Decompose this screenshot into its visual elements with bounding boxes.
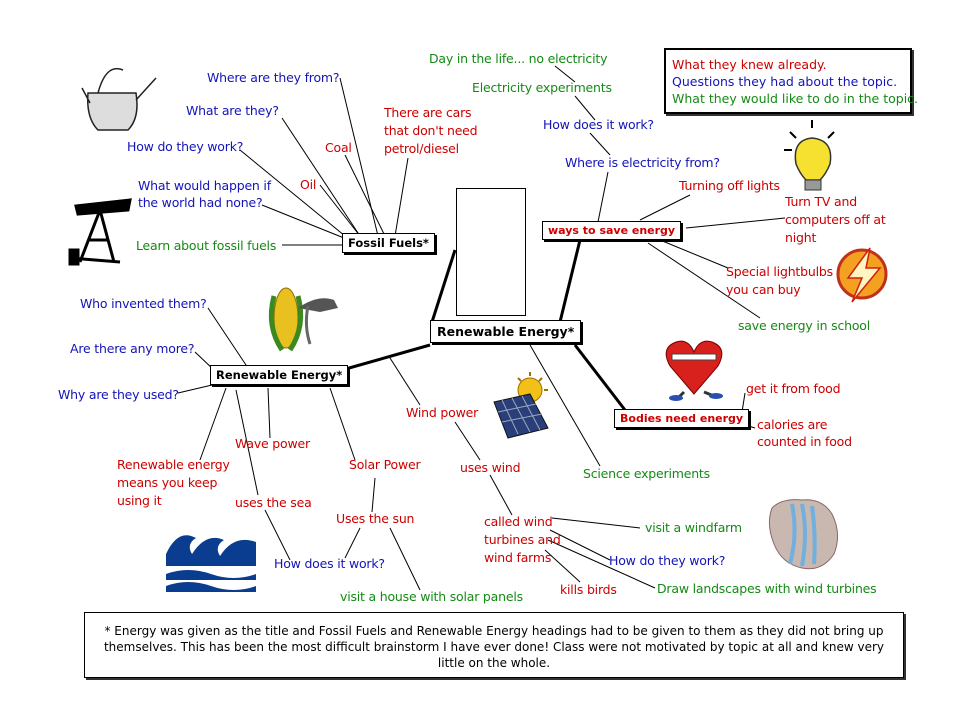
label-learn-ff: Learn about fossil fuels — [136, 238, 277, 253]
label-calories-2: counted in food — [757, 434, 852, 449]
label-draw-landscapes: Draw landscapes with wind turbines — [657, 581, 877, 596]
label-turn-tv-1: Turn TV and — [785, 194, 857, 209]
solar-panel-icon — [493, 372, 549, 439]
label-solar-power: Solar Power — [349, 457, 421, 472]
waves-icon — [166, 526, 256, 598]
label-kills-birds: kills birds — [560, 582, 617, 597]
legend-questions: Questions they had about the topic. — [672, 74, 898, 89]
footnote-text: * Energy was given as the title and Foss… — [103, 624, 885, 670]
label-calories-1: calories are — [757, 417, 828, 432]
branch-bodies — [573, 344, 627, 411]
label-special-1: Special lightbulbs — [726, 264, 833, 279]
label-what-are: What are they? — [186, 103, 279, 118]
label-any-more: Are there any more? — [70, 341, 195, 356]
label-how-does-it-work-top: How does it work? — [543, 117, 654, 132]
label-visit-windfarm: visit a windfarm — [645, 520, 742, 535]
label-oil: Oil — [300, 177, 317, 192]
label-special-2: you can buy — [726, 282, 801, 297]
label-called-wind-3: wind farms — [484, 550, 552, 565]
label-save-school: save energy in school — [738, 318, 871, 333]
waterfall-icon — [768, 499, 838, 570]
label-why-used: Why are they used? — [58, 387, 179, 402]
label-what-if-1: What would happen if — [138, 178, 271, 193]
label-get-food: get it from food — [746, 381, 841, 396]
label-renew-means-2: means you keep — [117, 475, 218, 490]
label-where-from: Where are they from? — [207, 70, 340, 85]
label-called-wind-1: called wind — [484, 514, 553, 529]
center-image-frame — [456, 188, 526, 316]
footnote-box: * Energy was given as the title and Foss… — [84, 612, 904, 678]
corn-fuel-icon — [268, 287, 338, 352]
label-called-wind-2: turbines and — [484, 532, 561, 547]
oil-pump-icon — [68, 198, 132, 266]
center-node[interactable]: Renewable Energy* — [430, 320, 582, 343]
label-elec-experiments: Electricity experiments — [472, 80, 612, 95]
legend-knew: What they knew already. — [672, 57, 827, 72]
node-bodies-need-energy[interactable]: Bodies need energy — [614, 409, 750, 428]
label-how-they-work: How do they work? — [609, 553, 726, 568]
label-turn-tv-2: computers off at — [785, 212, 886, 227]
label-cars-3: petrol/diesel — [384, 141, 459, 156]
label-cars-2: that don't need — [384, 123, 478, 138]
label-cars-1: There are cars — [384, 105, 472, 120]
label-science-exp: Science experiments — [583, 466, 710, 481]
heart-runner-icon — [665, 340, 723, 401]
label-uses-wind: uses wind — [460, 460, 521, 475]
branch-renewable — [334, 343, 431, 374]
node-ways-to-save[interactable]: ways to save energy — [542, 221, 682, 240]
label-coal: Coal — [325, 140, 352, 155]
legend-todo: What they would like to do in the topic. — [672, 91, 919, 106]
label-how-work-ff: How do they work? — [127, 139, 244, 154]
label-renew-means-3: using it — [117, 493, 162, 508]
label-what-if-2: the world had none? — [138, 195, 263, 210]
watering-can-icon — [81, 68, 157, 131]
label-wave-power: Wave power — [235, 436, 310, 451]
label-visit-house: visit a house with solar panels — [340, 589, 523, 604]
branch-fossil — [430, 249, 457, 323]
label-renew-means-1: Renewable energy — [117, 457, 230, 472]
label-turn-tv-3: night — [785, 230, 817, 245]
label-uses-sun: Uses the sun — [336, 511, 415, 526]
node-renewable-energy[interactable]: Renewable Energy* — [210, 365, 349, 385]
label-where-electricity: Where is electricity from? — [565, 155, 720, 170]
lightbulb-icon — [784, 120, 835, 191]
node-fossil-fuels[interactable]: Fossil Fuels* — [342, 233, 435, 253]
branch-save — [558, 239, 582, 323]
label-how-does-it-work-bottom: How does it work? — [274, 556, 385, 571]
label-uses-sea: uses the sea — [235, 495, 312, 510]
lightning-icon — [836, 247, 888, 303]
label-day-in-life: Day in the life... no electricity — [429, 51, 608, 66]
label-who-invented: Who invented them? — [80, 296, 207, 311]
label-wind-power: Wind power — [406, 405, 479, 420]
legend-box: What they knew already. Questions they h… — [664, 48, 919, 114]
label-turning-off: Turning off lights — [679, 178, 780, 193]
